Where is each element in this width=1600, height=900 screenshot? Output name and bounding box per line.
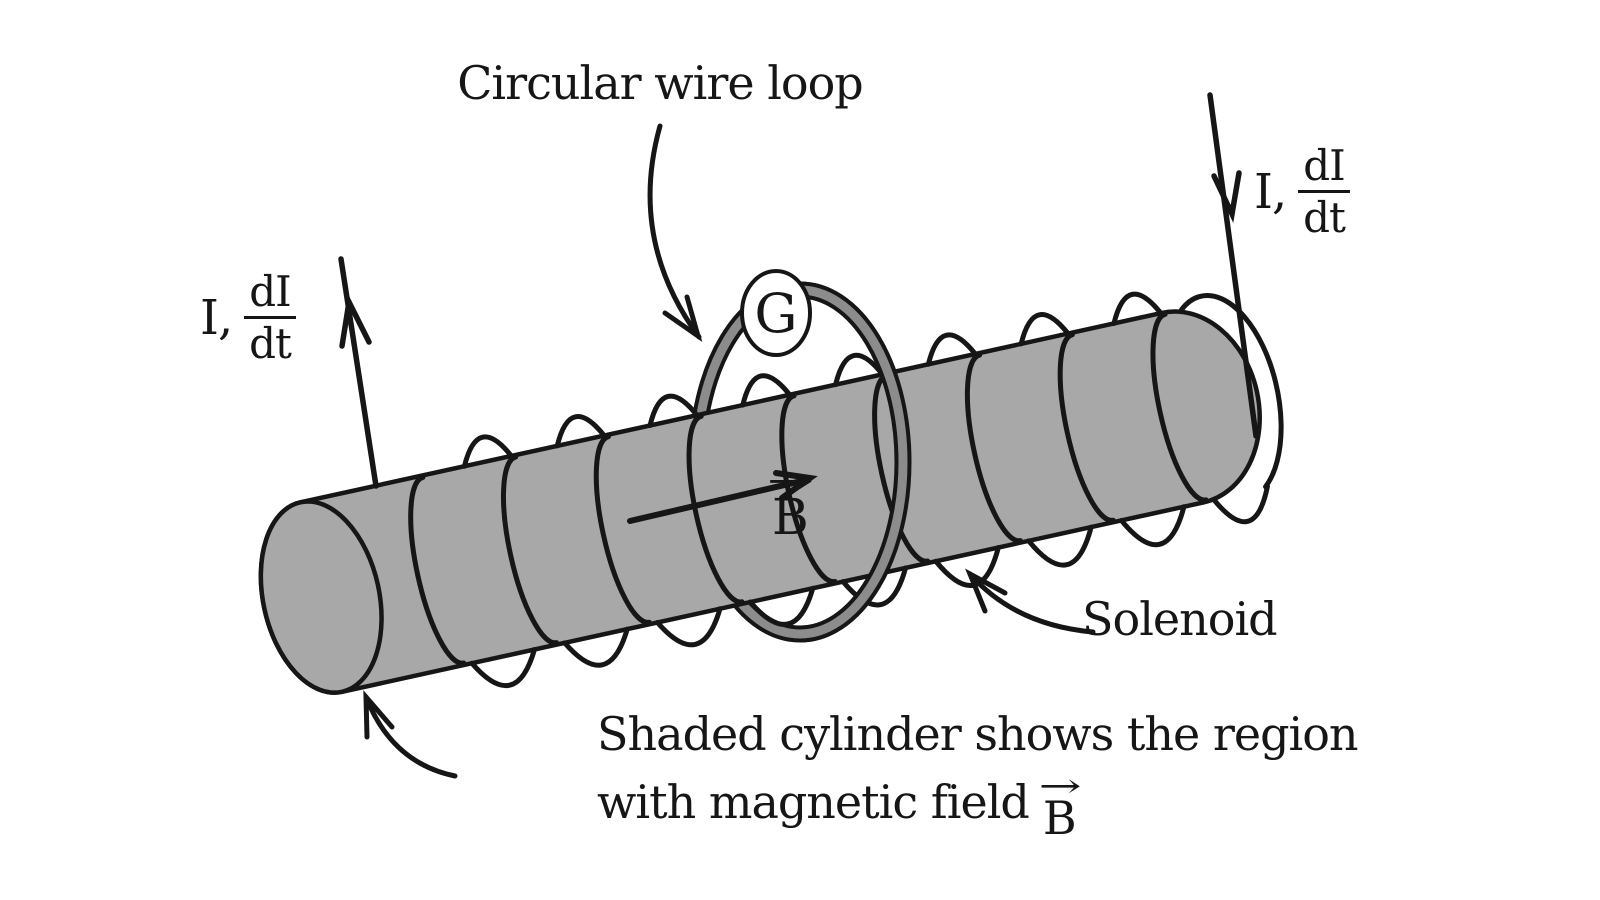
- solenoid-annotation-arrowhead: [965, 568, 1008, 614]
- caption-annotation-arrow: [363, 694, 458, 779]
- cylinder-left-cap: [258, 499, 384, 695]
- caption-annotation-arrowhead: [363, 690, 395, 740]
- solenoid-cylinder: [258, 291, 1284, 695]
- b-letter: B: [1042, 791, 1077, 845]
- b-field-arrowhead: [773, 470, 818, 501]
- vector-arrow-glyph: →: [767, 461, 814, 502]
- left-current-symbol: I,: [200, 289, 233, 346]
- left-lead-wire: [338, 256, 379, 489]
- galvanometer-body: [740, 269, 812, 357]
- galvanometer-letter: G: [754, 282, 797, 345]
- solenoid-annotation-arrow: [967, 571, 1096, 635]
- caption-line-1: Shaded cylinder shows the region: [597, 707, 1359, 761]
- caption-line-2: with magnetic field → B: [597, 768, 1358, 841]
- fraction-denominator: dt: [249, 319, 292, 369]
- caption: Shaded cylinder shows the region with ma…: [597, 700, 1359, 841]
- left-current-arrowhead: [339, 293, 372, 349]
- solenoid-winding-top-bumps: [461, 291, 1164, 469]
- loop-annotation-arrowhead: [662, 294, 703, 343]
- b-field-symbol: → B: [767, 464, 814, 546]
- right-current-label: I, dI dt: [1254, 142, 1350, 241]
- b-letter: B: [772, 487, 809, 546]
- b-field-arrow: [627, 470, 818, 524]
- right-current-fraction: dI dt: [1298, 142, 1350, 243]
- solenoid-end-turn: [1179, 293, 1284, 490]
- circular-wire-loop-label: Circular wire loop: [457, 56, 864, 110]
- right-current-symbol: I,: [1254, 163, 1287, 220]
- solenoid-winding-strands: [408, 293, 1284, 666]
- left-current-fraction: dI dt: [244, 268, 296, 369]
- loop-annotation-arrow: [647, 123, 702, 340]
- right-current-arrowhead: [1211, 170, 1242, 224]
- fraction-numerator: dI: [244, 268, 296, 320]
- right-lead-wire: [1207, 92, 1259, 439]
- solenoid-winding-bottom-bumps: [469, 483, 1270, 689]
- caption-b-vector: → B: [1039, 769, 1082, 845]
- galvanometer: G: [740, 269, 812, 357]
- annotation-arrows: [363, 123, 1096, 779]
- solenoid-label: Solenoid: [1082, 592, 1278, 646]
- caption-line-2-text: with magnetic field: [597, 775, 1030, 829]
- vector-arrow-glyph: →: [1038, 765, 1082, 805]
- wire-loop-front: [799, 281, 912, 643]
- fraction-numerator: dI: [1298, 142, 1350, 194]
- fraction-denominator: dt: [1303, 193, 1346, 243]
- lead-wires: [338, 92, 1259, 489]
- left-current-label: I, dI dt: [200, 268, 296, 367]
